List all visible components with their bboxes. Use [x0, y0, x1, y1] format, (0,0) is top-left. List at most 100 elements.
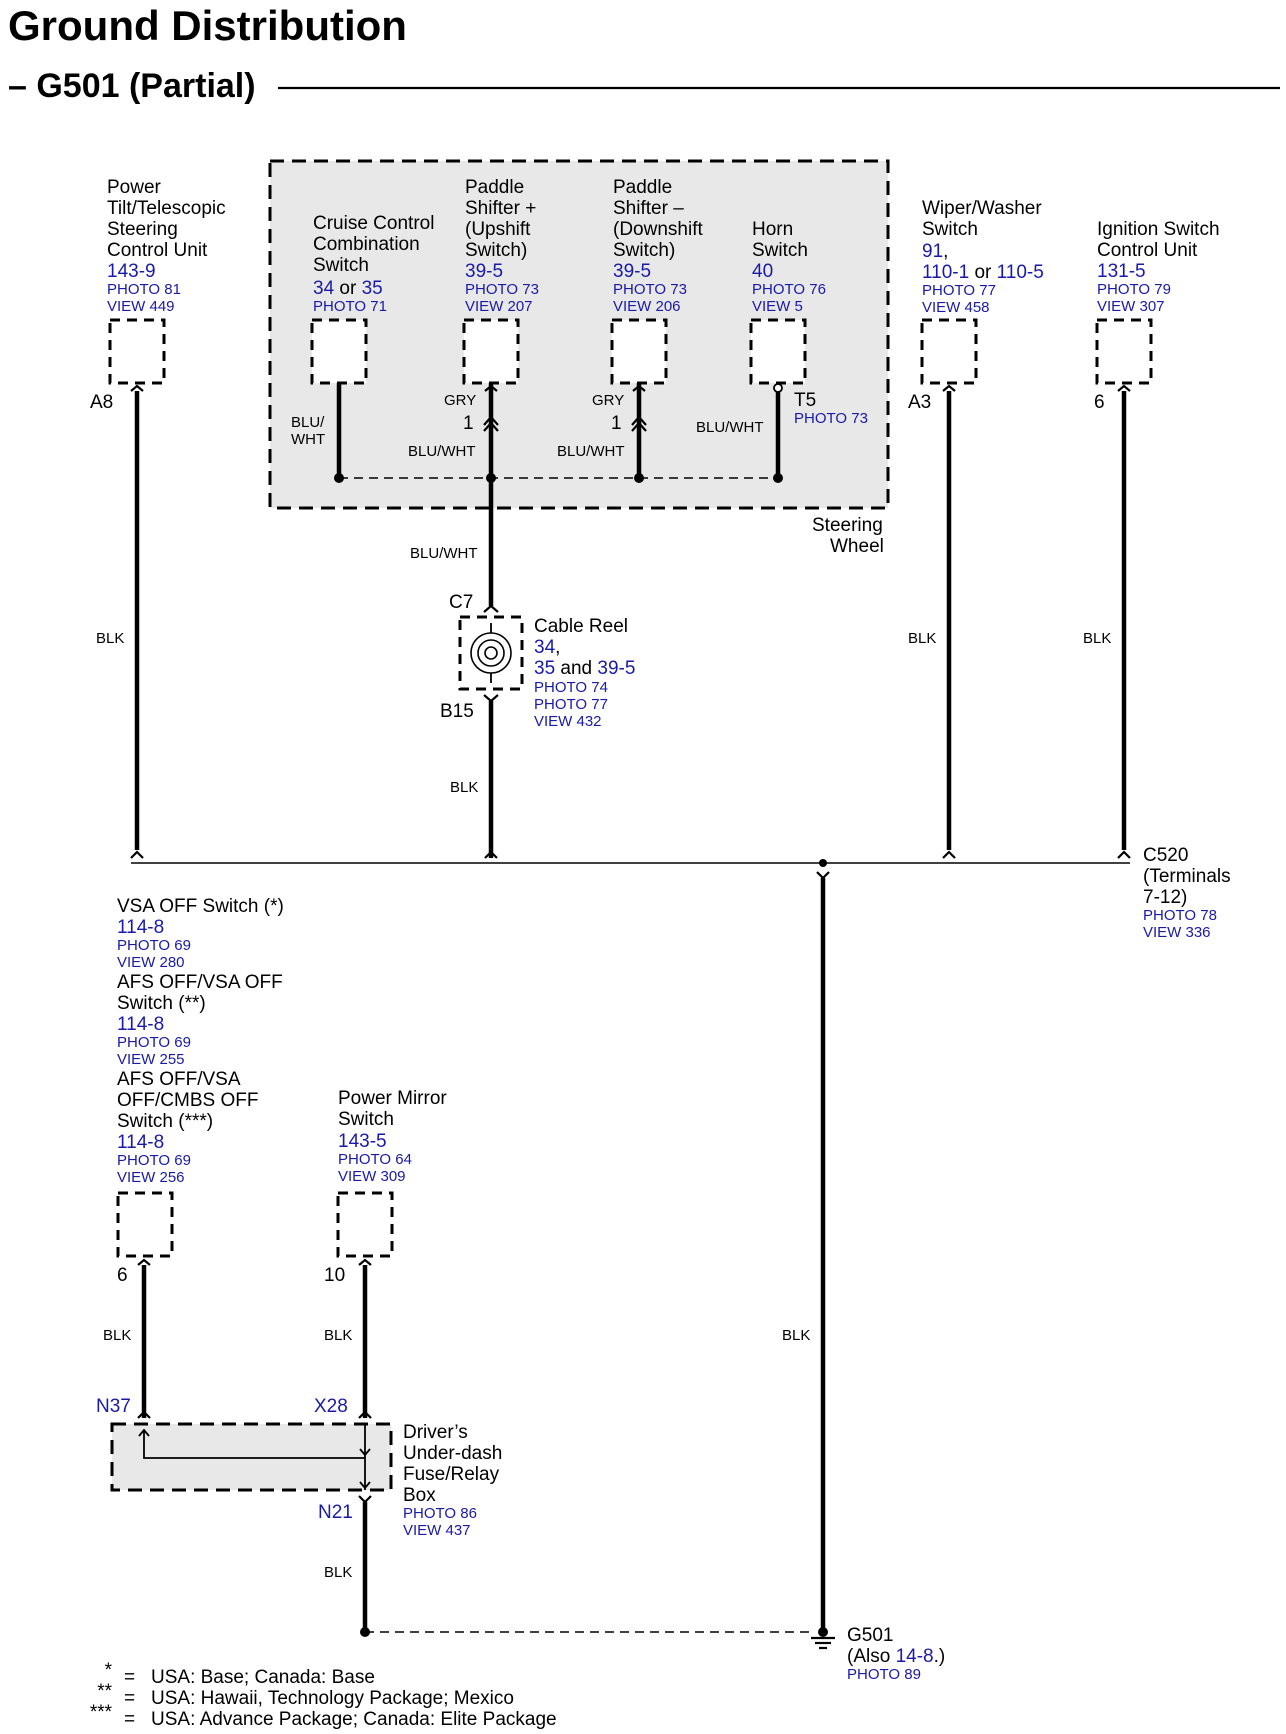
paddle-up-name-3: (Upshift — [465, 219, 531, 240]
afs-cmbs-off-view-link[interactable]: VIEW 256 — [117, 1169, 185, 1186]
wiper-pin: A3 — [908, 392, 931, 413]
horn-switch: Horn Switch 40 PHOTO 76 VIEW 5 T5 PHOTO … — [696, 219, 868, 436]
paddle-up-name-2: Shifter + — [465, 198, 536, 219]
afs-vsa-off-view-link[interactable]: VIEW 255 — [117, 1051, 185, 1068]
wiper-photo-link[interactable]: PHOTO 77 — [922, 282, 996, 299]
horn-terminal-photo-link[interactable]: PHOTO 73 — [794, 410, 868, 427]
afs-cmbs-off-name-3: Switch (***) — [117, 1111, 213, 1132]
vsa-group-connector — [116, 1191, 174, 1258]
afs-cmbs-off-ref-link[interactable]: 114-8 — [117, 1132, 164, 1153]
cable-reel-ref-link-35[interactable]: 35 — [534, 658, 555, 679]
paddle-down-wire-bluwht: BLU/WHT — [557, 443, 625, 460]
mirror-ref-link[interactable]: 143-5 — [338, 1131, 387, 1152]
vsa-off-view-link[interactable]: VIEW 280 — [117, 954, 185, 971]
power-tilt-name-2: Tilt/Telescopic — [107, 198, 226, 219]
horn-view-link[interactable]: VIEW 5 — [752, 298, 803, 315]
horn-terminal-t5: T5 — [794, 390, 816, 411]
cable-reel-photo-link-77[interactable]: PHOTO 77 — [534, 696, 608, 713]
paddle-down-wire-gry: GRY — [592, 392, 624, 409]
cable-reel: C7 B15 Cable Reel 34, 35 and 39-5 PHOTO … — [440, 592, 635, 730]
vsa-group-blk-label: BLK — [103, 1327, 131, 1344]
splice-dot-horn — [773, 473, 783, 483]
cable-reel-ref-link-34[interactable]: 34 — [534, 637, 556, 658]
wiper-ref-line-2: 110-1 or 110-5 — [922, 262, 1044, 283]
afs-vsa-off-ref-link[interactable]: 114-8 — [117, 1014, 164, 1035]
paddle-down-view-link[interactable]: VIEW 206 — [613, 298, 681, 315]
paddle-down-photo-link[interactable]: PHOTO 73 — [613, 281, 687, 298]
vsa-off-switch-group: VSA OFF Switch (*) 114-8 PHOTO 69 VIEW 2… — [116, 896, 284, 1286]
cruise-name-1: Cruise Control — [313, 213, 434, 234]
fuse-box-name-1: Driver’s — [403, 1422, 468, 1443]
footnotes: * = USA: Base; Canada: Base ** = USA: Ha… — [90, 1660, 557, 1730]
cruise-wire-color-1: BLU/ — [291, 414, 325, 431]
paddle-up-name-1: Paddle — [465, 177, 524, 198]
wiper-view-link[interactable]: VIEW 458 — [922, 299, 990, 316]
afs-cmbs-off-name-2: OFF/CMBS OFF — [117, 1090, 258, 1111]
mirror-photo-link[interactable]: PHOTO 64 — [338, 1151, 412, 1168]
mirror-blk-label: BLK — [324, 1327, 352, 1344]
horn-terminal-open-dot — [773, 383, 783, 393]
paddle-up-name-4: Switch) — [465, 240, 527, 261]
mirror-view-link[interactable]: VIEW 309 — [338, 1168, 406, 1185]
afs-vsa-off-photo-link[interactable]: PHOTO 69 — [117, 1034, 191, 1051]
c520-connector: C520 (Terminals 7-12) PHOTO 78 VIEW 336 — [1143, 845, 1231, 941]
horn-ref-link[interactable]: 40 — [752, 261, 773, 282]
page-subtitle: – G501 (Partial) — [8, 67, 256, 105]
cable-reel-view-link[interactable]: VIEW 432 — [534, 713, 602, 730]
cruise-name-2: Combination — [313, 234, 420, 255]
power-tilt-ref-link[interactable]: 143-9 — [107, 261, 156, 282]
g501-photo-link[interactable]: PHOTO 89 — [847, 1666, 921, 1683]
wiper-washer-switch: Wiper/Washer Switch 91, 110-1 or 110-5 P… — [908, 198, 1044, 413]
ignition-ref-link[interactable]: 131-5 — [1097, 261, 1146, 282]
cruise-ref-link-34[interactable]: 34 — [313, 278, 335, 299]
wiper-connector — [920, 318, 978, 385]
afs-vsa-off-name-2: Switch (**) — [117, 993, 206, 1014]
paddle-up-pin: 1 — [463, 413, 474, 434]
wiper-ref-link-110-1[interactable]: 110-1 — [922, 262, 969, 283]
wiper-ref-link-110-5[interactable]: 110-5 — [997, 262, 1044, 283]
ignition-view-link[interactable]: VIEW 307 — [1097, 298, 1165, 315]
vsa-off-ref-link[interactable]: 114-8 — [117, 917, 164, 938]
afs-cmbs-off-photo-link[interactable]: PHOTO 69 — [117, 1152, 191, 1169]
ignition-blk-label: BLK — [1083, 630, 1111, 647]
paddle-up-photo-link[interactable]: PHOTO 73 — [465, 281, 539, 298]
cable-reel-photo-link-74[interactable]: PHOTO 74 — [534, 679, 608, 696]
wiper-ref-or: or — [969, 262, 996, 283]
fuse-box-name-3: Fuse/Relay — [403, 1464, 500, 1485]
c520-bus-junction — [819, 859, 827, 867]
power-tilt-photo-link[interactable]: PHOTO 81 — [107, 281, 181, 298]
cruise-ref-link-35[interactable]: 35 — [362, 278, 383, 299]
paddle-down-pin: 1 — [611, 413, 622, 434]
horn-name-1: Horn — [752, 219, 793, 240]
power-tilt-view-link[interactable]: VIEW 449 — [107, 298, 175, 315]
wiper-ref-line-1: 91, — [922, 241, 948, 262]
vsa-group-pin: 6 — [117, 1265, 128, 1286]
footnote-3-eq: = — [124, 1709, 135, 1730]
wiper-ref-link-91[interactable]: 91 — [922, 241, 943, 262]
cruise-photo-link[interactable]: PHOTO 71 — [313, 298, 387, 315]
vsa-off-name: VSA OFF Switch (*) — [117, 896, 284, 917]
connector-caps — [130, 384, 1131, 392]
c520-photo-link[interactable]: PHOTO 78 — [1143, 907, 1217, 924]
paddle-up-view-link[interactable]: VIEW 207 — [465, 298, 533, 315]
fuse-box-blk-label: BLK — [324, 1564, 352, 1581]
c520-view-link[interactable]: VIEW 336 — [1143, 924, 1211, 941]
ignition-photo-link[interactable]: PHOTO 79 — [1097, 281, 1171, 298]
cable-reel-ref-link-39-5[interactable]: 39-5 — [597, 658, 635, 679]
fuse-box-view-link[interactable]: VIEW 437 — [403, 1522, 471, 1539]
paddle-down-connector — [610, 318, 668, 385]
steering-wheel-label-line2: Wheel — [830, 536, 884, 557]
footnote-3-mark: *** — [90, 1702, 113, 1723]
horn-photo-link[interactable]: PHOTO 76 — [752, 281, 826, 298]
ignition-switch-control-unit: Ignition Switch Control Unit 131-5 PHOTO… — [1094, 219, 1220, 413]
paddle-down-ref-link[interactable]: 39-5 — [613, 261, 651, 282]
g501-also-ref-link[interactable]: 14-8 — [896, 1646, 934, 1667]
paddle-up-ref-link[interactable]: 39-5 — [465, 261, 503, 282]
paddle-down-name-4: Switch) — [613, 240, 675, 261]
fuse-box-photo-link[interactable]: PHOTO 86 — [403, 1505, 477, 1522]
vsa-off-photo-link[interactable]: PHOTO 69 — [117, 937, 191, 954]
afs-cmbs-off-name-1: AFS OFF/VSA — [117, 1069, 241, 1090]
cruise-connector — [310, 318, 368, 385]
cable-reel-pin-c7: C7 — [449, 592, 473, 613]
